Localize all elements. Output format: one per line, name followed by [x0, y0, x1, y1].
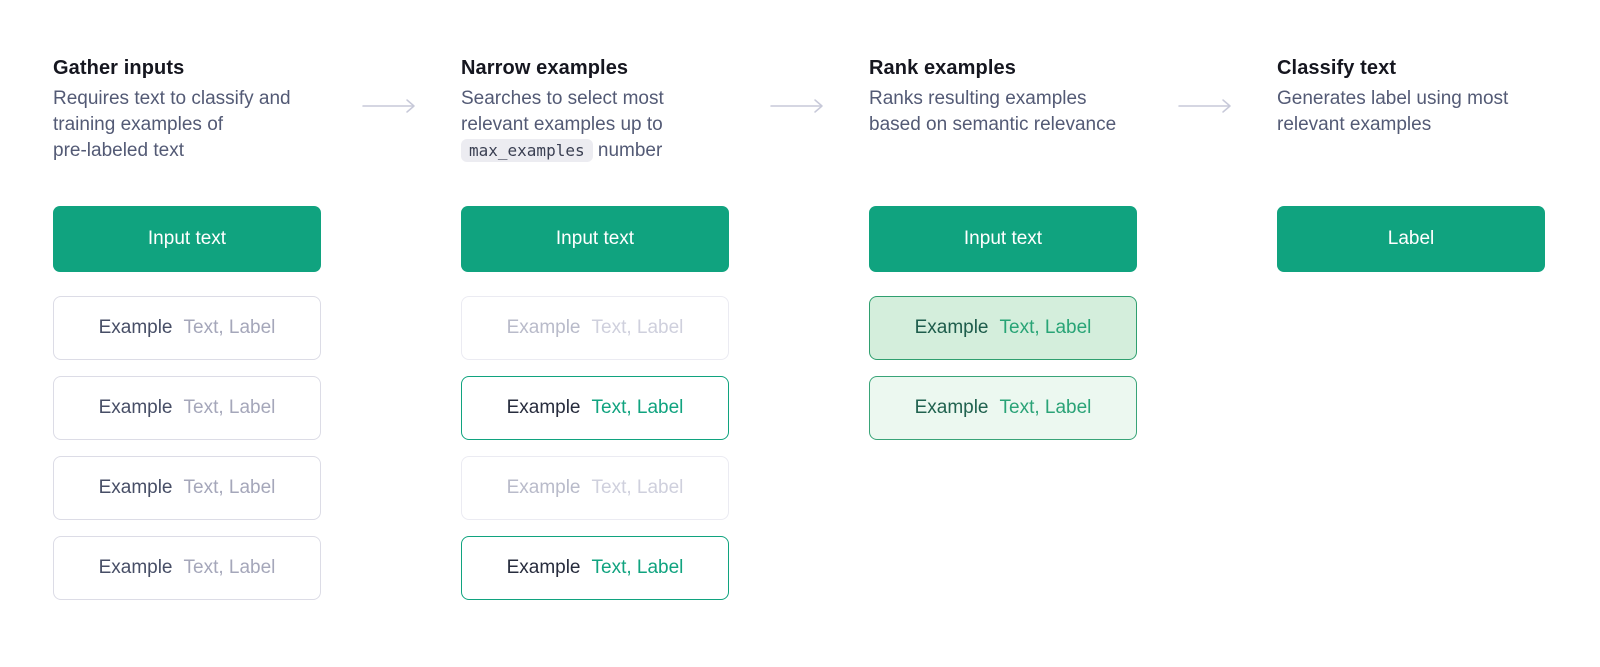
step-connector: [729, 0, 869, 600]
example-card-secondary: Text, Label: [183, 397, 276, 418]
arrow-right-icon: [1178, 98, 1236, 114]
example-card-dimmed: Example Text, Label: [461, 456, 729, 520]
example-card-primary: Example: [98, 397, 173, 418]
description-text: number: [592, 140, 663, 161]
example-card-primary: Example: [914, 397, 989, 418]
label-button: Label: [1277, 206, 1545, 272]
example-card: Example Text, Label: [53, 296, 321, 360]
input-text-button: Input text: [53, 206, 321, 272]
example-card-primary: Example: [914, 317, 989, 338]
step-description: Ranks resulting examples based on semant…: [869, 88, 1117, 135]
example-card-selected: Example Text, Label: [461, 536, 729, 600]
example-card-secondary: Text, Label: [999, 397, 1092, 418]
step-classify-text: Classify text Generates label using most…: [1277, 0, 1545, 600]
step-title: Rank examples: [869, 57, 1016, 79]
step-header: Classify text Generates label using most…: [1277, 0, 1545, 206]
step-header: Narrow examples Searches to select most …: [461, 0, 729, 206]
step-description: Searches to select most relevant example…: [461, 86, 729, 164]
example-card-secondary: Text, Label: [183, 557, 276, 578]
example-card-secondary: Text, Label: [999, 317, 1092, 338]
workflow-row: Gather inputs Requires text to classify …: [53, 0, 1545, 600]
description-text: Searches to select most relevant example…: [461, 88, 664, 135]
step-rank-examples: Rank examples Ranks resulting examples b…: [869, 0, 1137, 600]
example-card-secondary: Text, Label: [183, 477, 276, 498]
example-card-primary: Example: [98, 557, 173, 578]
step-header: Rank examples Ranks resulting examples b…: [869, 0, 1137, 206]
example-card-primary: Example: [506, 477, 581, 498]
example-card: Example Text, Label: [53, 456, 321, 520]
step-title: Gather inputs: [53, 57, 185, 79]
example-card-selected: Example Text, Label: [461, 376, 729, 440]
example-card-secondary: Text, Label: [183, 317, 276, 338]
example-card-primary: Example: [98, 477, 173, 498]
example-card-secondary: Text, Label: [591, 557, 684, 578]
example-card: Example Text, Label: [53, 536, 321, 600]
step-title: Narrow examples: [461, 57, 629, 79]
input-text-button: Input text: [869, 206, 1137, 272]
example-card-primary: Example: [506, 557, 581, 578]
step-narrow-examples: Narrow examples Searches to select most …: [461, 0, 729, 600]
step-header: Gather inputs Requires text to classify …: [53, 0, 321, 206]
example-card-secondary: Text, Label: [591, 477, 684, 498]
input-text-button: Input text: [461, 206, 729, 272]
max-examples-code-chip: max_examples: [461, 139, 593, 162]
example-card-primary: Example: [506, 317, 581, 338]
example-card: Example Text, Label: [53, 376, 321, 440]
step-title: Classify text: [1277, 57, 1397, 79]
example-card-secondary: Text, Label: [591, 317, 684, 338]
example-card-primary: Example: [98, 317, 173, 338]
arrow-right-icon: [362, 98, 420, 114]
example-card-ranked-strong: Example Text, Label: [869, 296, 1137, 360]
example-card-primary: Example: [506, 397, 581, 418]
step-description: Requires text to classify and training e…: [53, 88, 291, 161]
arrow-right-icon: [770, 98, 828, 114]
example-card-secondary: Text, Label: [591, 397, 684, 418]
step-connector: [1137, 0, 1277, 600]
example-card-dimmed: Example Text, Label: [461, 296, 729, 360]
step-gather-inputs: Gather inputs Requires text to classify …: [53, 0, 321, 600]
step-connector: [321, 0, 461, 600]
step-description: Generates label using most relevant exam…: [1277, 88, 1509, 135]
example-card-ranked-light: Example Text, Label: [869, 376, 1137, 440]
